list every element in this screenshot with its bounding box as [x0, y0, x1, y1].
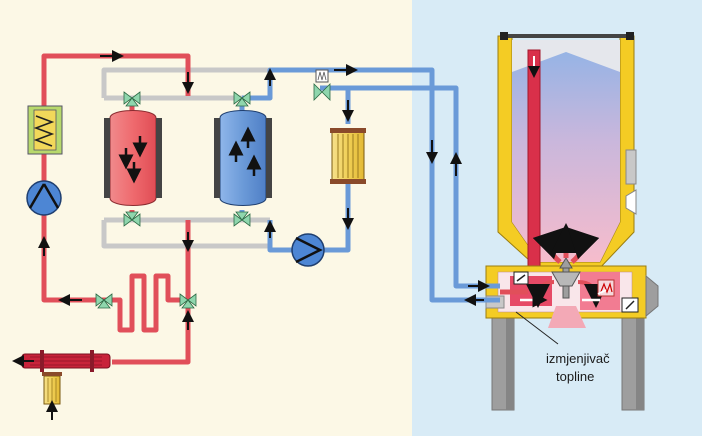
gauge-right-needle	[625, 300, 635, 310]
hot-vessel-flange-right	[156, 118, 162, 198]
heat-exchanger-inner	[33, 109, 57, 151]
pump-right	[291, 233, 325, 267]
valve-bottom-hot	[123, 211, 141, 227]
heat-exchanger-label-line2: topline	[556, 369, 594, 384]
silo-leg-left-shadow	[506, 318, 514, 410]
pipe-cold-filter-down	[322, 184, 351, 253]
pump-left	[26, 180, 62, 216]
silo-leg-right-shadow	[636, 318, 644, 410]
silo-cap-right	[626, 32, 634, 40]
valve-bottom-cold	[233, 211, 251, 227]
valve-right-lower	[179, 293, 197, 309]
burner-cone-head	[551, 271, 581, 287]
flow-arrows	[12, 50, 490, 420]
silo-central-pipe	[527, 49, 541, 283]
heat-exchanger-coil	[33, 115, 55, 147]
cold-vessel-flange-right	[266, 118, 272, 198]
valves	[95, 91, 251, 309]
silo-cap-left	[500, 32, 508, 40]
cold-vessel-body	[219, 110, 267, 206]
pump-right-body	[291, 233, 325, 267]
valve-left-lower	[95, 293, 113, 309]
bottom-filter-cap	[42, 372, 62, 376]
heater-coil	[599, 281, 613, 295]
bottom-exchanger-flange-right	[90, 350, 94, 372]
cold-vessel-flange-left	[214, 118, 220, 198]
burner-housing-nose	[645, 274, 659, 318]
pump-right-blade	[295, 236, 323, 264]
pipe-hot-right-down	[112, 220, 191, 365]
bottom-exchanger-flange-left	[40, 350, 44, 372]
relief-valve-spring-box	[315, 69, 329, 83]
heat-exchanger-leader	[515, 311, 559, 345]
heat-exchanger-label-line1: izmjenjivač	[546, 351, 610, 366]
spray-arrow-right	[567, 227, 600, 264]
gauge-left-needle	[516, 274, 526, 282]
hot-vessel	[104, 110, 162, 206]
bottom-filter-ribs	[47, 378, 57, 402]
hot-vessel-body	[109, 110, 157, 206]
valve-top-hot	[123, 91, 141, 107]
silo-side-window	[625, 149, 637, 185]
silo-top-space	[512, 40, 620, 72]
hot-vessel-flange-left	[104, 118, 110, 198]
burner-flow-arrow-3	[597, 289, 607, 295]
relief-valve-spring	[317, 71, 327, 81]
silo-top-cap	[502, 34, 632, 38]
silo-side-vent	[625, 189, 637, 215]
pump-left-blade	[28, 183, 60, 209]
silo	[485, 32, 659, 411]
burner-flue-hot	[548, 306, 586, 328]
heat-exchanger-top-left	[27, 105, 63, 155]
pump-left-body	[26, 180, 62, 216]
valve-top-cold	[233, 91, 251, 107]
filter-cap-top	[330, 128, 366, 133]
filter-cap-bottom	[330, 179, 366, 184]
pipe-hot-serpentine	[104, 273, 188, 333]
spray-arrow-lower-right	[577, 280, 608, 308]
relief-valve-body	[313, 83, 331, 101]
filter-unit	[330, 128, 366, 184]
filter-ribs	[337, 134, 359, 178]
relief-valve	[313, 69, 331, 101]
cold-vessel	[214, 110, 272, 206]
